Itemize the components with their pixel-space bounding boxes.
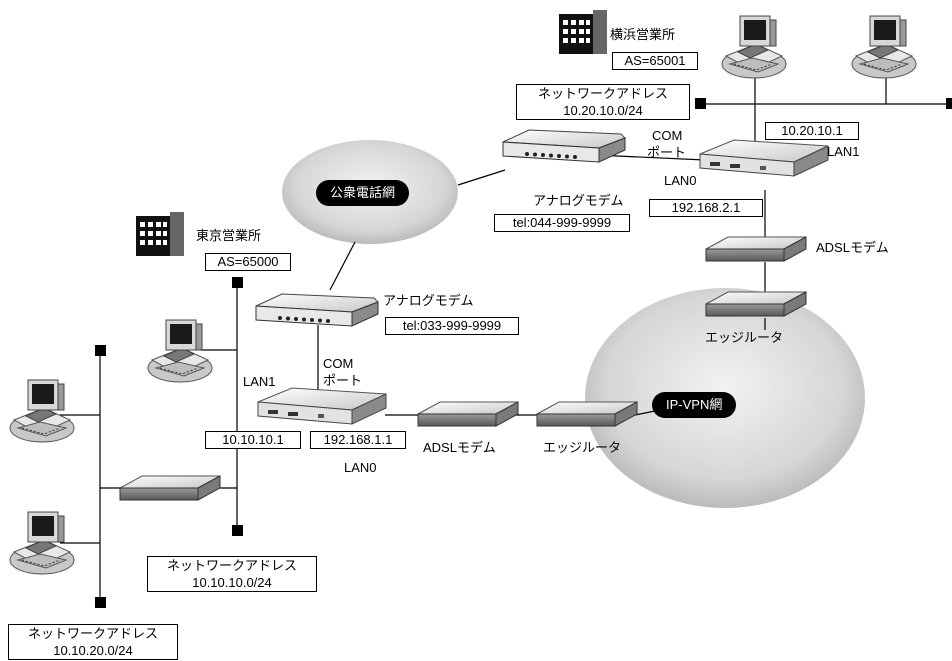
tokyo-com-label-1: COM (323, 356, 354, 371)
yokohama-network-box: ネットワークアドレス 10.20.10.0/24 (516, 84, 690, 120)
yokohama-office-label: 横浜営業所 (610, 27, 676, 42)
line-terminators (95, 98, 952, 608)
yokohama-lan1-ip: 10.20.10.1 (765, 122, 859, 140)
tokyo-network2-title: ネットワークアドレス (27, 626, 158, 641)
tokyo-analog-modem (255, 293, 379, 327)
pstn-label: 公衆電話網 (316, 180, 410, 206)
tokyo-network1-title: ネットワークアドレス (166, 558, 297, 573)
tokyo-pc-lan1 (147, 319, 213, 383)
tokyo-modem-label: アナログモデム (383, 293, 474, 308)
tokyo-pc-left-1 (9, 379, 75, 443)
tokyo-network2-addr: 10.10.20.0/24 (53, 643, 133, 658)
tokyo-network1-box: ネットワークアドレス 10.10.10.0/24 (147, 556, 317, 592)
tokyo-hub (119, 475, 221, 501)
tokyo-edge-router (536, 401, 638, 427)
tokyo-building-icon (136, 212, 184, 256)
tokyo-com-label-2: ポート (323, 373, 363, 388)
tokyo-lan0-ip: 192.168.1.1 (310, 431, 406, 449)
tokyo-adsl-modem (417, 401, 519, 427)
yokohama-modem-tel: tel:044-999-9999 (494, 214, 630, 232)
yokohama-building-icon (559, 10, 607, 54)
yokohama-lan1-label: LAN1 (827, 144, 860, 159)
yokohama-network-addr: 10.20.10.0/24 (563, 103, 643, 118)
yokohama-analog-modem (502, 129, 626, 163)
yokohama-edge-router (705, 291, 807, 317)
yokohama-com-label-2: ポート (647, 145, 687, 160)
yokohama-pc-1 (721, 15, 787, 79)
connection-lines (60, 62, 950, 603)
tokyo-network2-box: ネットワークアドレス 10.10.20.0/24 (8, 624, 178, 660)
tokyo-edge-label: エッジルータ (543, 440, 622, 455)
tokyo-lan0-label: LAN0 (344, 460, 377, 475)
tokyo-network1-addr: 10.10.10.0/24 (192, 575, 272, 590)
tokyo-lan1-label: LAN1 (243, 374, 276, 389)
tokyo-router (257, 387, 387, 425)
yokohama-adsl-modem (705, 236, 807, 262)
ipvpn-label: IP-VPN網 (652, 392, 737, 418)
tokyo-office-label: 東京営業所 (196, 228, 262, 243)
tokyo-as-label: AS=65000 (205, 253, 291, 271)
yokohama-edge-label: エッジルータ (705, 330, 784, 345)
yokohama-adsl-label: ADSLモデム (816, 240, 889, 255)
yokohama-lan0-label: LAN0 (664, 173, 697, 188)
yokohama-network-title: ネットワークアドレス (537, 86, 668, 101)
tokyo-adsl-label: ADSLモデム (423, 440, 496, 455)
yokohama-pc-2 (851, 15, 917, 79)
yokohama-router (699, 139, 829, 177)
yokohama-com-label-1: COM (652, 128, 683, 143)
yokohama-as-label: AS=65001 (612, 52, 698, 70)
tokyo-lan1-ip: 10.10.10.1 (205, 431, 301, 449)
tokyo-modem-tel: tel:033-999-9999 (385, 317, 519, 335)
yokohama-modem-label: アナログモデム (533, 193, 624, 208)
yokohama-lan0-ip: 192.168.2.1 (649, 199, 763, 217)
